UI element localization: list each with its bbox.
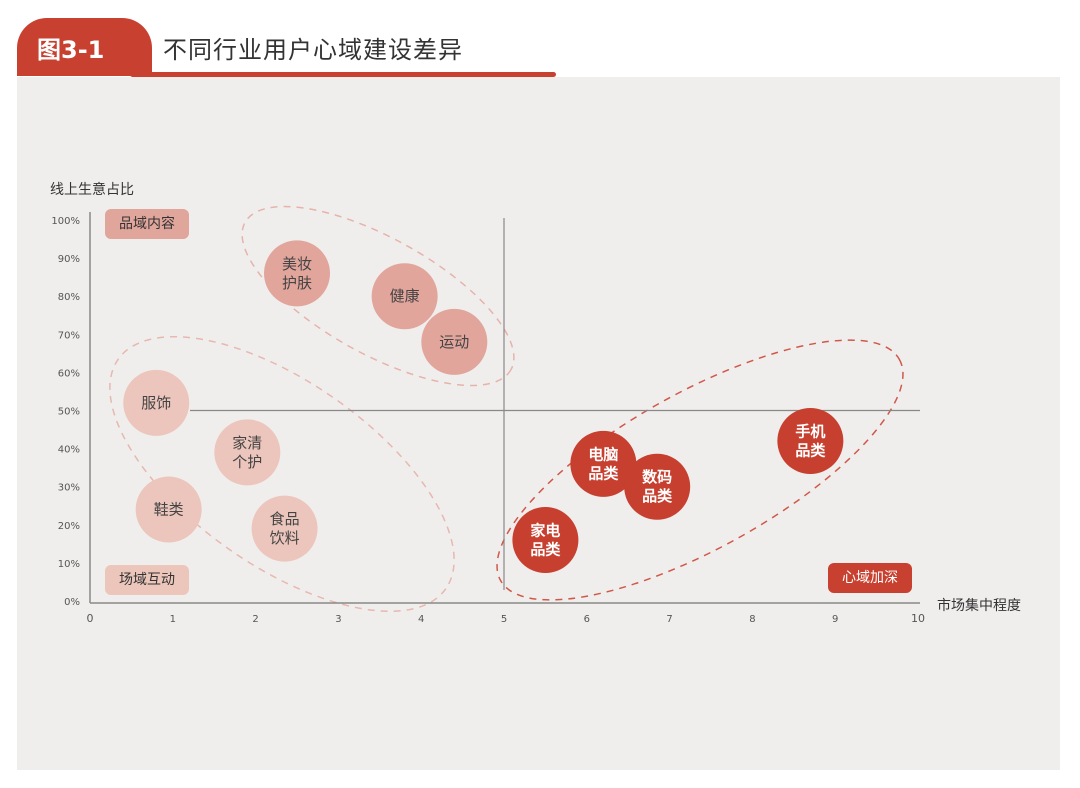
x-tick-label: 3 [335, 614, 341, 625]
y-tick-label: 0% [64, 597, 80, 608]
data-point-label: 数码 [642, 468, 672, 486]
page-title: 不同行业用户心域建设差异 [163, 36, 463, 64]
data-point-label: 手机 [795, 422, 825, 440]
data-point-label: 个护 [232, 453, 262, 471]
y-tick-label: 50% [58, 407, 80, 418]
data-point-label: 饮料 [270, 529, 300, 547]
y-tick-label: 10% [58, 559, 80, 570]
data-point-bubble [421, 308, 488, 375]
x-axis-label: 市场集中程度 [937, 598, 1021, 614]
data-point-label: 美妆 [282, 255, 312, 273]
data-point-label: 品类 [642, 487, 673, 505]
data-point-bubble [512, 507, 579, 574]
data-point-bubble [135, 476, 202, 543]
data-point-label: 家清 [232, 434, 262, 452]
data-point-bubble [214, 419, 281, 486]
data-point-bubble [570, 430, 637, 497]
x-tick-label: 0 [87, 612, 94, 625]
data-point-label: 品类 [530, 541, 561, 559]
y-tick-label: 80% [58, 292, 80, 303]
title-underline [130, 72, 556, 77]
y-tick-label: 60% [58, 368, 80, 379]
data-point-bubble [777, 407, 844, 474]
data-point-bubble [123, 369, 190, 436]
quadrant-label-bottom-left: 场域互动 [105, 565, 189, 595]
data-point-label: 鞋类 [154, 501, 184, 519]
y-tick-label: 70% [58, 330, 80, 341]
data-point-label: 健康 [390, 287, 420, 305]
x-tick-label: 5 [501, 614, 507, 625]
figure-tab [17, 18, 152, 76]
data-point-label: 电脑 [588, 445, 618, 463]
x-tick-label: 6 [584, 614, 590, 625]
quadrant-label-bottom-right: 心域加深 [828, 563, 912, 593]
y-tick-label: 40% [58, 445, 80, 456]
data-point-bubble [251, 495, 318, 562]
x-tick-label: 2 [252, 614, 258, 625]
data-point-label: 家电 [530, 522, 560, 540]
data-point-label: 品类 [588, 464, 619, 482]
x-tick-label: 10 [911, 612, 925, 625]
y-tick-label: 20% [58, 521, 80, 532]
y-tick-label: 100% [51, 216, 80, 227]
x-tick-label: 9 [832, 614, 838, 625]
chart-panel [17, 77, 1060, 770]
group-outline-brand [241, 205, 515, 387]
x-tick-label: 8 [749, 614, 755, 625]
data-point-label: 服饰 [141, 394, 171, 412]
data-point-label: 品类 [795, 441, 826, 459]
quadrant-label-top-left: 品域内容 [105, 209, 189, 239]
data-point-label: 运动 [439, 333, 469, 351]
data-point-bubble [264, 240, 330, 307]
data-point-label: 食品 [270, 510, 300, 528]
x-tick-label: 1 [170, 614, 176, 625]
y-axis-label: 线上生意占比 [50, 182, 134, 198]
x-tick-label: 7 [666, 614, 672, 625]
y-tick-label: 30% [58, 483, 80, 494]
data-point-bubble [371, 263, 438, 330]
group-outline-mind [496, 339, 904, 601]
data-point-bubble [624, 453, 691, 520]
data-point-label: 护肤 [282, 274, 312, 292]
figure-number: 图3-1 [37, 36, 105, 64]
x-tick-label: 4 [418, 614, 424, 625]
y-tick-label: 90% [58, 254, 80, 265]
